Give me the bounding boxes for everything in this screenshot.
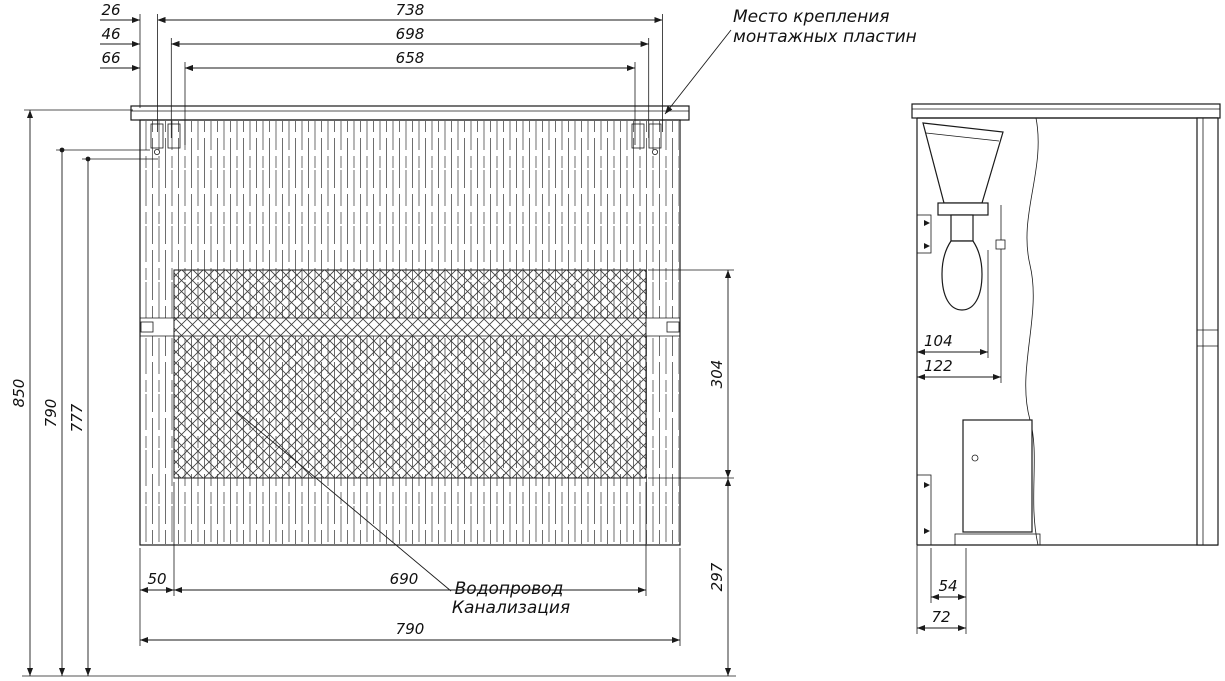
dim-66-label: 66: [101, 49, 120, 67]
dim-304-label: 304: [708, 360, 726, 389]
dim-104: 104: [917, 332, 988, 356]
side-countertop: [911, 103, 1221, 119]
mounting-plate-left: [150, 123, 181, 155]
dim-698: 698: [171, 25, 649, 48]
dim-738-label: 738: [396, 1, 425, 19]
lower-box-support: [954, 533, 1041, 546]
drawer-runner-left: [140, 321, 154, 333]
front-countertop: [130, 105, 690, 121]
dim-658-label: 658: [396, 49, 425, 67]
screw-icon: [971, 454, 979, 462]
front-bottom-dimensions: 50 690 790: [139, 482, 681, 646]
front-cabinet-outline: [139, 119, 681, 546]
plumbing-note: Водопровод Канализация: [236, 411, 570, 618]
side-depth-dimensions: 104 122: [917, 250, 1002, 383]
front-view: 26 738 46 698 66 658: [10, 1, 917, 677]
dim-738: 738: [157, 1, 663, 24]
plumbing-note-line2: Канализация: [452, 598, 570, 618]
drain-tailpipe: [950, 214, 974, 242]
dim-777: 777: [68, 156, 92, 676]
lower-compartment: [954, 419, 1041, 546]
dim-850-label: 850: [10, 379, 28, 408]
wall-brackets: [916, 214, 932, 546]
dim-46: 46: [100, 25, 186, 48]
sink-bowl: [922, 122, 1004, 204]
dim-304: 304: [708, 270, 732, 478]
side-bottom-dimensions: 54 72: [916, 545, 967, 634]
dim-698-label: 698: [396, 25, 425, 43]
dim-790-width-label: 790: [396, 620, 425, 638]
front-cabinet-body: [130, 105, 690, 546]
front-right-dimensions: 304 297: [648, 269, 734, 676]
dim-26: 26: [100, 1, 172, 24]
mounting-note-line2: монтажных пластин: [733, 27, 917, 47]
screw-icon: [153, 148, 160, 155]
dim-72-label: 72: [931, 608, 950, 626]
dim-54-label: 54: [938, 577, 957, 595]
dim-658: 658: [185, 49, 635, 72]
dim-122: 122: [917, 357, 1001, 381]
dim-297: 297: [708, 478, 732, 676]
plumbing-note-line1: Водопровод: [455, 579, 564, 599]
drawer-runner-right: [666, 321, 680, 333]
mounting-note-line1: Место крепления: [733, 7, 890, 27]
dim-790-height: 790: [42, 147, 66, 676]
dim-72: 72: [917, 608, 966, 632]
hinge-block: [995, 239, 1006, 250]
dim-850: 850: [10, 110, 34, 676]
dim-104-label: 104: [924, 332, 953, 350]
side-view: 104 122 54 72: [911, 103, 1221, 634]
dim-50: 50: [140, 570, 174, 594]
dim-50-label: 50: [147, 570, 166, 588]
dim-777-label: 777: [68, 403, 86, 432]
dim-790-height-label: 790: [42, 399, 60, 428]
lower-box: [962, 419, 1033, 533]
dim-54: 54: [931, 577, 966, 601]
sink-and-siphon: [922, 122, 1006, 312]
screw-icon: [652, 148, 659, 155]
dim-690: 690: [174, 570, 646, 594]
siphon-bulb: [941, 240, 983, 311]
wall-bracket-bottom: [916, 474, 932, 546]
dim-26-label: 26: [101, 1, 120, 19]
dim-46-label: 46: [101, 25, 120, 43]
front-top-dimensions: 26 738 46 698 66 658: [100, 1, 663, 145]
dim-690-label: 690: [390, 570, 419, 588]
dim-790-width: 790: [140, 620, 680, 644]
side-cabinet-body: [911, 103, 1221, 546]
side-drawer-fronts: [1196, 117, 1219, 546]
front-left-dimensions: 850 790 777: [10, 109, 736, 677]
dim-297-label: 297: [708, 562, 726, 591]
drain-flange: [937, 202, 989, 216]
mounting-note: Место крепления монтажных пластин: [664, 7, 917, 115]
front-mounting-niche: [173, 269, 647, 479]
dim-122-label: 122: [924, 357, 953, 375]
wall-bracket-top: [916, 214, 932, 254]
section-break-line: [1025, 117, 1039, 546]
